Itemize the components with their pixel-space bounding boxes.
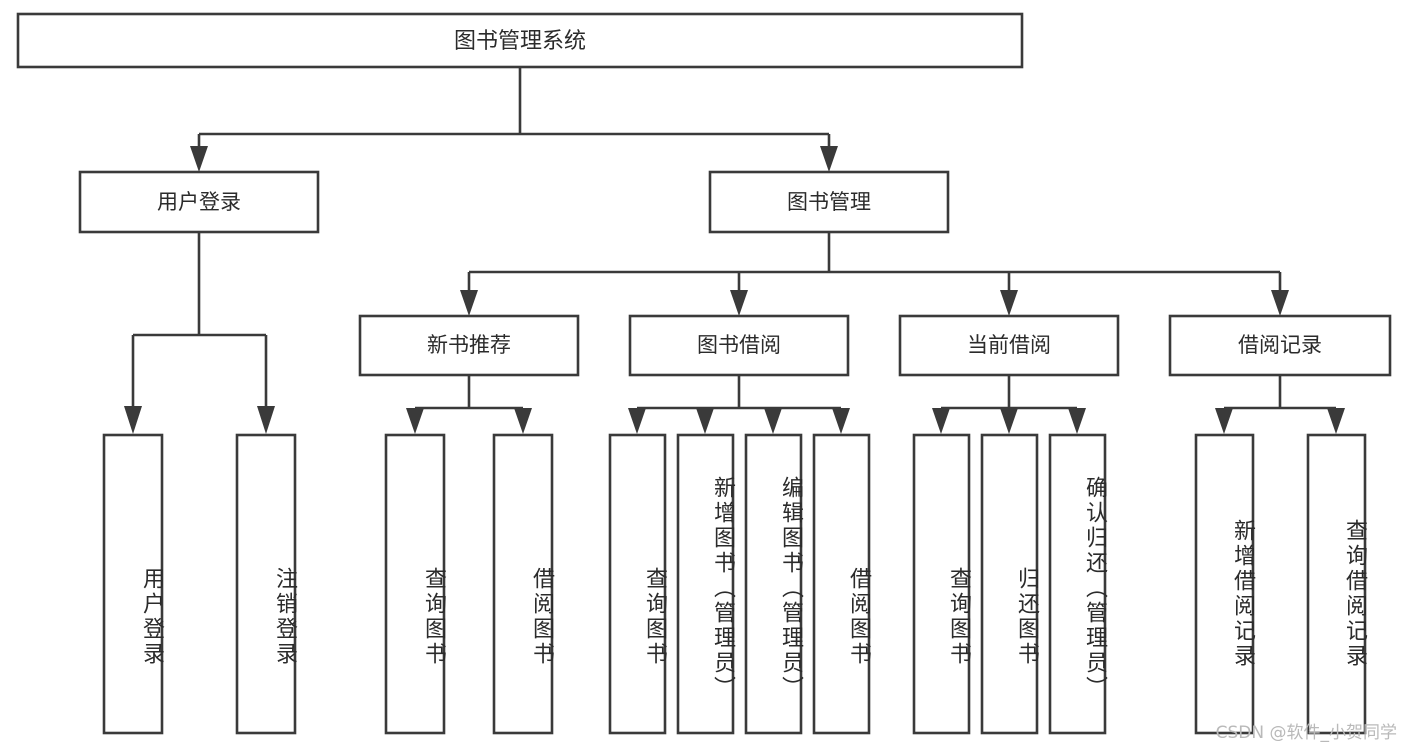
connector-group-book-borrow bbox=[628, 375, 850, 434]
node-leaf-current-borrow-0[interactable] bbox=[912, 433, 971, 735]
node-leaf-user-login-1[interactable] bbox=[235, 433, 297, 735]
arrowhead-cb-child-2 bbox=[1068, 408, 1086, 434]
arrowhead-br-child-1 bbox=[1327, 408, 1345, 434]
arrowhead-bm-child-3 bbox=[1271, 290, 1289, 316]
node-leaf-current-borrow-1[interactable] bbox=[980, 433, 1039, 735]
connector-group-root bbox=[190, 67, 838, 172]
node-leaf-new-book-1[interactable] bbox=[492, 433, 554, 735]
arrowhead-book-mgmt bbox=[820, 146, 838, 172]
node-current-borrow-label: 当前借阅 bbox=[967, 333, 1051, 357]
arrowhead-cb-child-0 bbox=[932, 408, 950, 434]
node-user-login-label: 用户登录 bbox=[157, 190, 241, 214]
connector-group-current-borrow bbox=[932, 375, 1086, 434]
arrowhead-bb-child-2 bbox=[764, 408, 782, 434]
node-current-borrow[interactable] bbox=[898, 314, 1120, 377]
node-leaf-user-login-0[interactable] bbox=[102, 433, 164, 735]
node-new-book-recommend[interactable] bbox=[358, 314, 580, 377]
connector-group-borrow-record bbox=[1215, 375, 1345, 434]
arrowhead-bm-child-2 bbox=[1000, 290, 1018, 316]
node-borrow-record-label: 借阅记录 bbox=[1238, 333, 1322, 357]
node-leaf-borrow-record-0[interactable] bbox=[1194, 433, 1255, 735]
arrowhead-bb-child-3 bbox=[832, 408, 850, 434]
node-root-book-system[interactable] bbox=[16, 12, 1024, 69]
arrowhead-bb-child-0 bbox=[628, 408, 646, 434]
node-leaf-current-borrow-2[interactable] bbox=[1048, 433, 1107, 735]
node-book-borrow[interactable] bbox=[628, 314, 850, 377]
connector-group-new-book bbox=[406, 375, 532, 434]
node-leaf-book-borrow-0[interactable] bbox=[608, 433, 667, 735]
arrowhead-nb-child-0 bbox=[406, 408, 424, 434]
arrowhead-ul-child-1 bbox=[257, 406, 275, 434]
arrowhead-bm-child-1 bbox=[730, 290, 748, 316]
node-leaf-book-borrow-1[interactable] bbox=[676, 433, 735, 735]
arrowhead-nb-child-1 bbox=[514, 408, 532, 434]
node-borrow-record[interactable] bbox=[1168, 314, 1392, 377]
connector-group-user-login bbox=[124, 232, 275, 434]
node-user-login[interactable] bbox=[78, 170, 320, 234]
node-new-book-recommend-label: 新书推荐 bbox=[427, 333, 511, 357]
node-leaf-borrow-record-1[interactable] bbox=[1306, 433, 1367, 735]
node-book-management-label: 图书管理 bbox=[787, 190, 871, 214]
node-book-borrow-label: 图书借阅 bbox=[697, 333, 781, 357]
arrowhead-ul-child-0 bbox=[124, 406, 142, 434]
arrowhead-bb-child-1 bbox=[696, 408, 714, 434]
arrowhead-bm-child-0 bbox=[460, 290, 478, 316]
node-leaf-new-book-0[interactable] bbox=[384, 433, 446, 735]
node-book-management[interactable] bbox=[708, 170, 950, 234]
node-leaf-book-borrow-3[interactable] bbox=[812, 433, 871, 735]
connector-group-book-mgmt bbox=[460, 232, 1289, 316]
node-root-label: 图书管理系统 bbox=[454, 29, 586, 54]
arrowhead-user-login bbox=[190, 146, 208, 172]
node-leaf-book-borrow-2[interactable] bbox=[744, 433, 803, 735]
arrowhead-cb-child-1 bbox=[1000, 408, 1018, 434]
arrowhead-br-child-0 bbox=[1215, 408, 1233, 434]
